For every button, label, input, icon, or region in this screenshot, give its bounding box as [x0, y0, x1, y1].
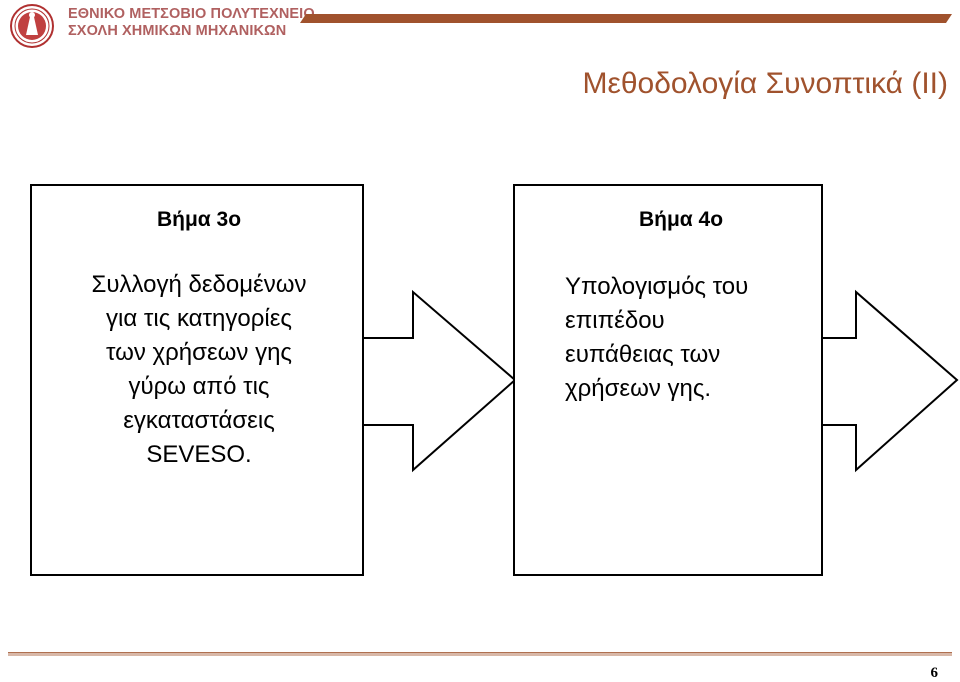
step-3-line: SEVESO. [146, 441, 252, 468]
footer-line [8, 652, 952, 656]
step-3-line: των χρήσεων γης [106, 339, 292, 366]
university-logo [10, 4, 54, 48]
step-3-line: γύρω από τις [128, 373, 270, 400]
header-bar [300, 14, 952, 23]
arrow-2 [821, 289, 959, 473]
institution-name: ΕΘΝΙΚΟ ΜΕΤΣΟΒΙΟ ΠΟΛΥΤΕΧΝΕΙΟ ΣΧΟΛΗ ΧΗΜΙΚΩ… [68, 6, 315, 40]
institution-line-1: ΕΘΝΙΚΟ ΜΕΤΣΟΒΙΟ ΠΟΛΥΤΕΧΝΕΙΟ [68, 6, 315, 22]
step-3-description: Συλλογή δεδομένων για τις κατηγορίες των… [36, 268, 362, 472]
step-3-line: Συλλογή δεδομένων [91, 271, 307, 298]
step-3-heading: Βήμα 3ο [156, 208, 242, 231]
step-3-box [30, 184, 364, 576]
institution-line-2: ΣΧΟΛΗ ΧΗΜΙΚΩΝ ΜΗΧΑΝΙΚΩΝ [68, 23, 287, 39]
step-3-line: για τις κατηγορίες [106, 305, 292, 332]
step-4-description: Υπολογισμός του επιπέδου ευπάθειας των χ… [565, 270, 748, 406]
arrow-1 [362, 289, 517, 473]
step-4-box [513, 184, 823, 576]
step-4-line: επιπέδου [565, 307, 665, 334]
step-3-line: εγκαταστάσεις [123, 407, 275, 434]
step-4-line: χρήσεων γης. [565, 375, 712, 402]
step-4-line: ευπάθειας των [565, 341, 721, 368]
slide-title: Μεθοδολογία Συνοπτικά (ΙΙ) [582, 67, 948, 100]
step-4-line: Υπολογισμός του [565, 273, 749, 300]
step-4-heading: Βήμα 4ο [638, 208, 724, 231]
page-number: 6 [930, 665, 939, 681]
